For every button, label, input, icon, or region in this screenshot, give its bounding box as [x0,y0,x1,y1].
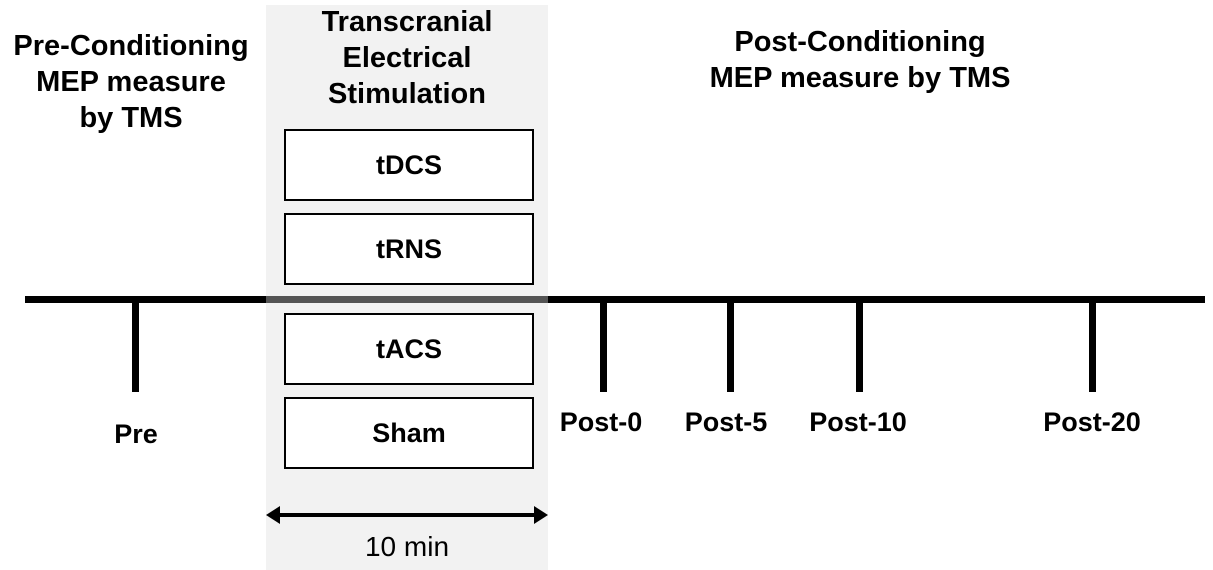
timeline-axis [25,296,1205,303]
timepoint-label-post-5: Post-5 [684,407,768,437]
condition-box-tacs: tACS [284,313,534,385]
timepoint-tick-post-20 [1089,303,1096,392]
pre-conditioning-heading: Pre-Conditioning MEP measure by TMS [13,30,249,134]
condition-box-trns: tRNS [284,213,534,285]
timeline-stimulation-overlay [266,296,548,303]
timepoint-tick-post-10 [856,303,863,392]
post-conditioning-heading: Post-Conditioning MEP measure by TMS [709,26,1011,94]
duration-double-arrow [266,506,548,524]
stimulation-period-shading [266,5,548,570]
timepoint-label-pre: Pre [114,419,158,449]
timepoint-tick-post-0 [600,303,607,392]
timepoint-label-post-10: Post-10 [809,407,907,437]
timepoint-label-post-0: Post-0 [559,407,643,437]
condition-box-sham: Sham [284,397,534,469]
timepoint-tick-post-5 [727,303,734,392]
timepoint-tick-pre [132,303,139,392]
timepoint-label-post-20: Post-20 [1043,407,1141,437]
stimulation-heading: Transcranial Electrical Stimulation [321,6,493,110]
condition-box-tdcs: tDCS [284,129,534,201]
duration-label: 10 min [364,531,450,562]
